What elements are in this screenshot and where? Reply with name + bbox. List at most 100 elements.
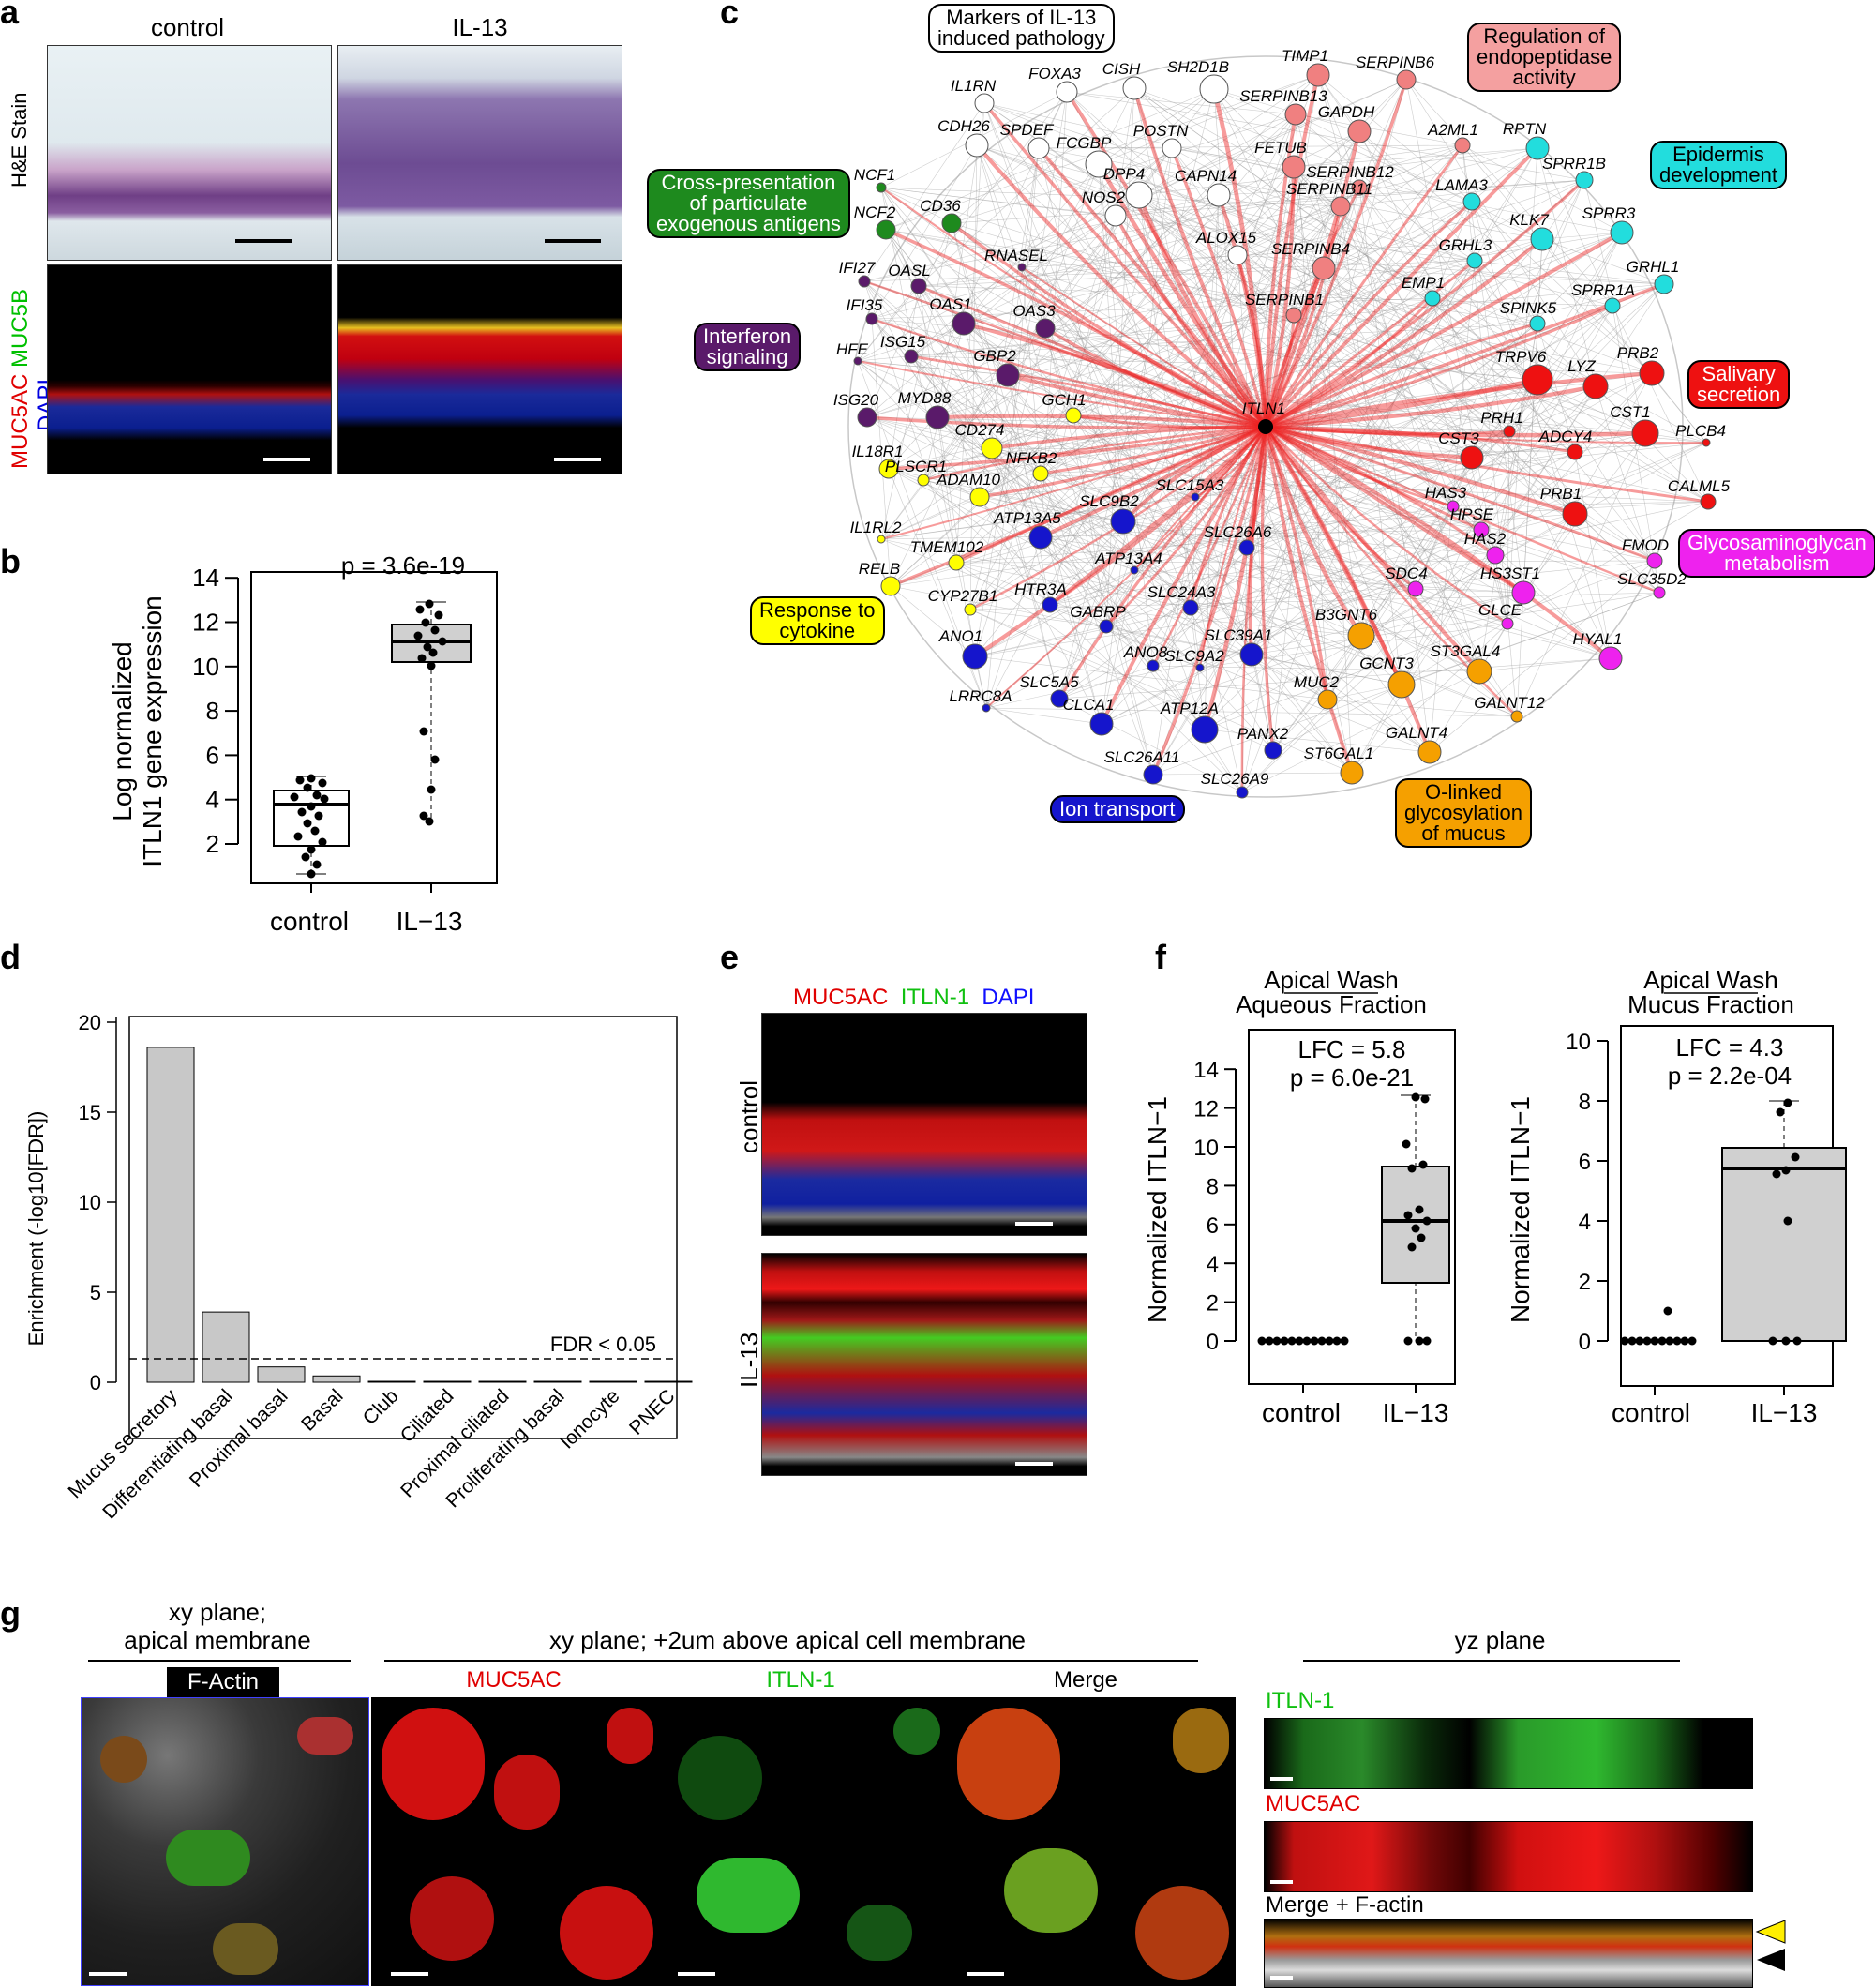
network-node-label: LRRC8A — [949, 687, 1012, 705]
yz-muc5ac-image — [1264, 1821, 1753, 1892]
network-node — [1143, 764, 1163, 785]
network-node-label: FETUB — [1254, 139, 1307, 157]
g-itln1-image — [658, 1697, 947, 1986]
network-node-label: LYZ — [1568, 357, 1596, 375]
network-node — [1702, 438, 1711, 447]
panel-a-he-label: H&E Stain — [8, 92, 31, 188]
network-node — [1239, 642, 1264, 667]
network-node — [1575, 171, 1594, 189]
network-node — [1525, 136, 1550, 160]
network-node — [1125, 181, 1153, 209]
category-regulation: Regulation of endopeptidase activity — [1467, 23, 1622, 92]
network-node — [1122, 76, 1147, 100]
network-node — [1562, 501, 1588, 527]
network-node — [965, 133, 989, 158]
yz-arrows — [1755, 1920, 1786, 1971]
network-node-label: HTR3A — [1014, 580, 1067, 598]
category-olinked: O-linked glycosylation of mucus — [1395, 778, 1532, 848]
network-node-label: ST3GAL4 — [1431, 642, 1501, 660]
he-control-image — [47, 45, 332, 261]
fdr-threshold-label: FDR < 0.05 — [550, 1333, 656, 1356]
network-node-label: ATP13A4 — [1094, 550, 1162, 567]
data-point — [1295, 1336, 1304, 1346]
network-node — [1104, 204, 1127, 227]
data-point — [1792, 1336, 1802, 1346]
network-node-label: SLC5A5 — [1019, 673, 1079, 691]
data-point — [307, 869, 316, 879]
network-node-label: GRHL3 — [1439, 236, 1492, 254]
category-response: Response to cytokine — [750, 596, 885, 645]
data-point — [295, 776, 305, 785]
network-node — [1017, 263, 1027, 272]
network-node-label: PANX2 — [1238, 725, 1289, 743]
network-node-label: ISG20 — [833, 391, 879, 409]
network-node-label: SLC9B2 — [1079, 492, 1139, 510]
panel-a-label: a — [0, 0, 20, 31]
panel-b-ytick: 10 — [192, 653, 219, 681]
network-node-label: DPP4 — [1103, 165, 1145, 183]
network-node-label: SLC26A9 — [1201, 770, 1269, 788]
network-node — [1604, 297, 1621, 314]
network-node — [1631, 419, 1659, 447]
panel-g-header3: yz plane — [1454, 1626, 1546, 1654]
network-node-label: TIMP1 — [1282, 47, 1328, 65]
g-itln1-label: ITLN-1 — [766, 1667, 835, 1693]
panel-f-left-ytick: 12 — [1193, 1097, 1219, 1122]
network-node-label: CALML5 — [1668, 477, 1731, 495]
panel-d-xtick: Ionocyte — [556, 1385, 623, 1453]
network-node-label: GAPDH — [1318, 103, 1375, 121]
panel-d-ylabel: Enrichment (-log10[FDR]) — [24, 1111, 48, 1347]
data-point — [423, 642, 432, 652]
category-glycosaminoglycan: Glycosaminoglycan metabolism — [1678, 529, 1875, 578]
network-node-label: GCH1 — [1042, 391, 1086, 409]
data-point — [1402, 1139, 1411, 1149]
panel-g-header2: xy plane; +2um above apical cell membran… — [548, 1626, 1027, 1654]
data-point — [438, 637, 447, 646]
network-node — [1388, 670, 1416, 699]
network-node — [1653, 586, 1666, 599]
network-node — [1182, 599, 1199, 616]
network-node — [917, 474, 930, 487]
panel-g-header1: xy plane; apical membrane — [124, 1598, 310, 1654]
network-node — [1130, 565, 1139, 575]
network-node — [941, 213, 962, 233]
network-node-label: PLSCR1 — [885, 458, 947, 475]
panel-f-right-xtick-control: control — [1612, 1398, 1690, 1425]
category-epidermis: Epidermis development — [1650, 141, 1787, 189]
panel-e-stain-legend: MUC5AC ITLN-1 DAPI — [793, 985, 1034, 1011]
panel-f-left-ytick: 6 — [1207, 1213, 1219, 1239]
yellow-arrow-icon — [1755, 1920, 1786, 1944]
data-point — [434, 610, 443, 620]
network-node — [876, 219, 896, 240]
data-point — [297, 807, 307, 817]
network-node-label: NFKB2 — [1006, 449, 1058, 467]
panel-g-header1-line2: apical membrane — [124, 1626, 311, 1654]
bar-proliferating-basal — [533, 1380, 582, 1383]
data-point — [1418, 1160, 1428, 1169]
network-node — [1486, 546, 1505, 565]
data-point — [1680, 1336, 1689, 1346]
panel-f-right-xtick-il13: IL−13 — [1751, 1398, 1818, 1425]
network-node-label: SH2D1B — [1167, 58, 1229, 76]
panel-f-label: f — [1155, 938, 1166, 976]
network-node-label: HFE — [836, 340, 869, 358]
data-point — [1781, 1336, 1791, 1346]
network-node-label: FOXA3 — [1028, 65, 1081, 83]
network-node — [1089, 712, 1114, 736]
category-markers: Markers of IL-13 induced pathology — [928, 4, 1115, 53]
network-node — [1028, 137, 1050, 159]
panel-e-itln1: ITLN-1 — [900, 985, 970, 1010]
network-node-label: SLC26A6 — [1204, 523, 1272, 541]
panel-b-xtick-control: control — [270, 907, 349, 936]
network-node — [1466, 658, 1492, 685]
factin-label: F-Actin — [166, 1667, 280, 1697]
he-il13-image — [338, 45, 622, 261]
panel-a-il13-header: IL-13 — [452, 13, 508, 41]
network-node-label: ISG15 — [880, 333, 926, 351]
panel-b-xtick-il13: IL−13 — [397, 907, 463, 936]
network-node — [1567, 444, 1583, 460]
bar-proximal-ciliated — [478, 1380, 527, 1383]
network-node — [1099, 619, 1114, 634]
network-node-label: SLC9A2 — [1164, 647, 1224, 665]
network-node-label: CDH26 — [938, 117, 990, 135]
